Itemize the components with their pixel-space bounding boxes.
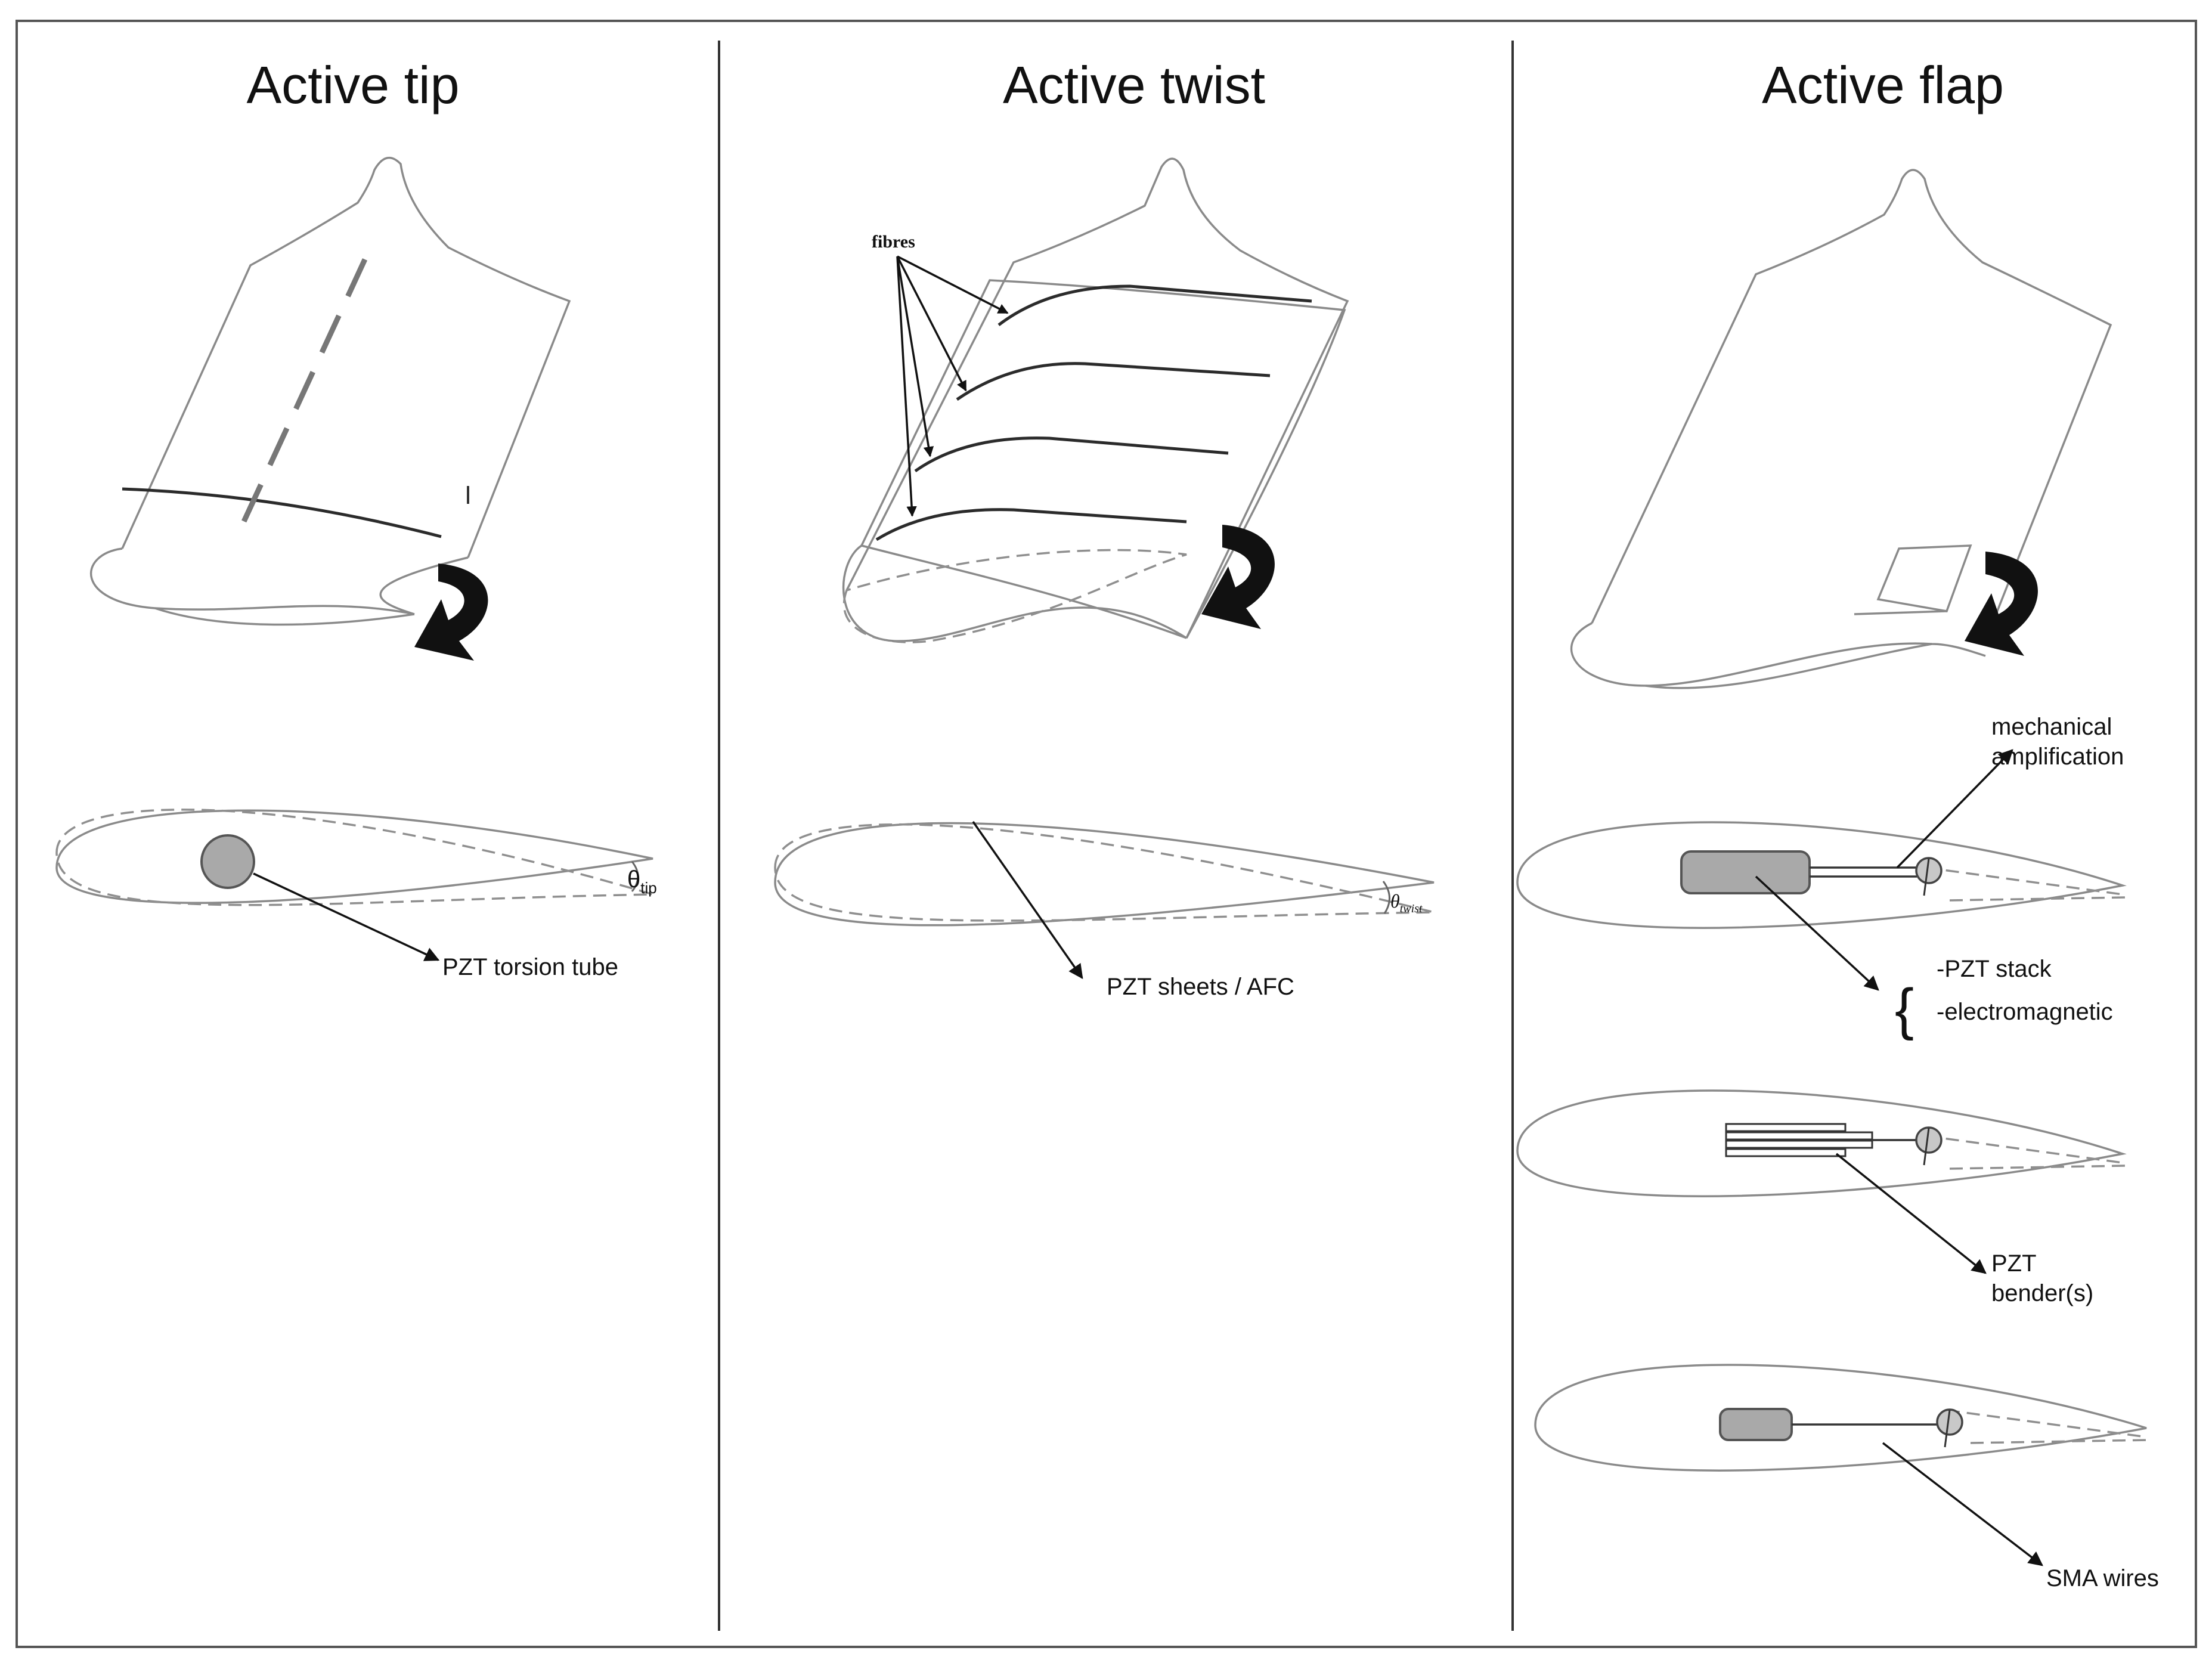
label-pzt: PZT [1991,1250,2037,1277]
active-tip-boundary [122,487,442,538]
pointer-pzt-stack [1755,875,1879,991]
airfoil-outline [55,809,653,904]
airfoil-outline [774,822,1435,927]
flap-lever [1923,858,1930,896]
airfoil-rotated-outline [774,823,1435,922]
airfoil-section-twist: θtwist PZT sheets / AFC [774,820,1435,1000]
blade-active-flap [1570,169,2112,689]
pointer-pzt-benders [1835,1153,1987,1274]
flap-deflected-lower [1949,896,2126,902]
label-mechanical: mechanical [1991,714,2112,740]
panel-title-active-tip: Active tip [246,55,459,114]
airfoil-outline [1516,1089,2127,1197]
torsion-tube-axis [233,258,368,541]
pointer-fibre-1 [897,255,1009,314]
label-benders: bender(s) [1991,1280,2093,1306]
brace-icon: { [1895,977,1914,1041]
bender-plate-3 [1725,1139,1873,1149]
sma-actuator [1719,1408,1793,1441]
rotation-arrow-icon [414,563,488,661]
label-pzt-stack: -PZT stack [1937,956,2052,982]
label-sma-wires: SMA wires [2046,1565,2159,1591]
pointer-fibre-4 [896,256,917,517]
flap-hinge [1936,1408,1963,1436]
blade-root-airfoil-lower [154,607,415,626]
flap-deflected-upper [1925,1135,2123,1164]
pointer-fibre-2 [896,256,967,392]
airfoil-rotated-outline [55,809,653,906]
flap-lever [1923,1128,1930,1166]
rotation-arrow-icon [1201,525,1275,629]
pointer-torsion-tube [253,872,440,961]
blade-outline [845,157,1349,639]
label-electromagnetic: -electromagnetic [1937,999,2113,1025]
pointer-pzt-sheets [972,820,1083,980]
blade-outline [121,156,571,558]
panel-title-active-flap: Active flap [1762,55,2004,114]
pointer-sma-wires [1882,1442,2043,1566]
twist-angle-label: θtwist [1390,890,1423,915]
pointer-fibre-3 [896,256,934,457]
bender-plate-1 [1725,1123,1847,1132]
blade-root-airfoil-lower [1645,643,1932,689]
panel-active-twist: Active twist fibres [774,55,1435,1000]
airfoil-section-flap-bender: PZT bender(s) [1516,1089,2127,1306]
bender-plate-2 [1725,1131,1873,1141]
panel-active-flap: Active flap mechanical amplification [1516,55,2159,1591]
blade-root-airfoil-rotated [842,549,1187,643]
blade-active-twist: fibres [842,157,1349,643]
flap-deflected-upper [1946,1409,2147,1438]
label-pzt-torsion-tube: PZT torsion tube [442,954,618,980]
blade-root-airfoil [89,547,469,615]
bender-plate-4 [1725,1148,1847,1157]
blade-root-airfoil [1570,622,1986,687]
torsion-tube-actuator [200,834,255,889]
airfoil-section-flap-sma: SMA wires [1534,1364,2159,1591]
airfoil-outline [1516,821,2127,929]
flap-deflected-lower [1949,1165,2126,1170]
fibre-line-2 [956,362,1271,401]
flap-hinge [1915,1126,1943,1154]
flap-deflected-lower [1970,1439,2150,1444]
twisted-blade-outline [860,279,1346,639]
tip-angle-arc [631,861,639,892]
flap-hinge [1915,857,1943,884]
panel-active-tip: Active tip θtip PZT torsion tube [55,55,657,980]
airfoil-section-tip: θtip PZT torsion tube [55,809,657,980]
airfoil-section-flap-stack: mechanical amplification { -PZT stack -e… [1516,714,2127,1041]
panel-title-active-twist: Active twist [1003,55,1265,114]
fibre-line-4 [875,508,1187,541]
fibre-line-1 [997,284,1312,326]
label-pzt-sheets-afc: PZT sheets / AFC [1107,974,1294,1000]
label-amplification: amplification [1991,744,2124,770]
flap-deflected-upper [1925,866,2123,896]
blade-active-tip [89,156,571,626]
pzt-stack-actuator [1680,850,1811,894]
tip-angle-label: θtip [627,866,657,897]
flap-hinge-line [1854,610,1947,615]
twist-angle-arc [1382,881,1390,914]
blade-outline [1591,169,2112,642]
pointer-mechanical-amplification [1896,749,2013,869]
label-fibres: fibres [872,232,915,252]
flap-lever [1944,1410,1951,1448]
blade-root-airfoil [842,544,1187,642]
rotation-arrow-icon [1965,552,2038,656]
airfoil-outline [1534,1364,2147,1472]
figure-frame [16,20,2197,1648]
trailing-edge-flap [1876,544,1972,612]
fibre-line-3 [914,436,1229,473]
